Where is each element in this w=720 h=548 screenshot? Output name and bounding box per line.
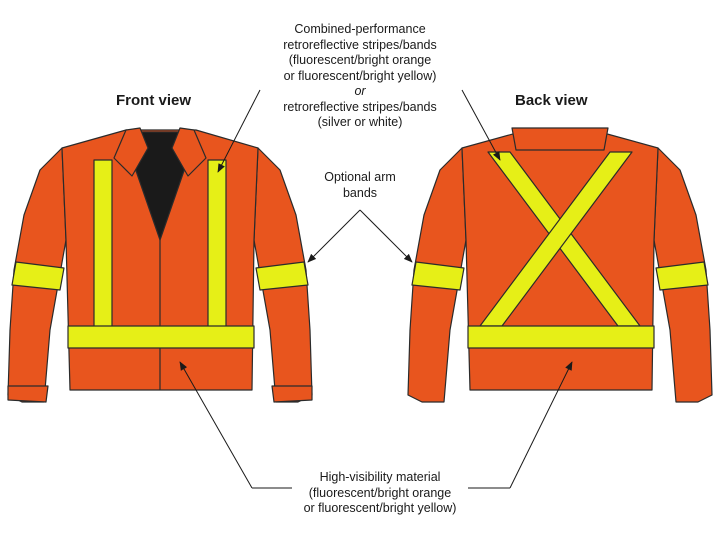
front-stripe-left: [93, 159, 113, 331]
arm-bands-callout-line: Optional arm: [324, 170, 396, 184]
back-body: [461, 131, 659, 391]
back-jacket: [407, 127, 713, 403]
front-view-title: Front view: [116, 92, 192, 109]
leader-stripes-back: [461, 89, 501, 161]
stripes-callout-line: retroreflective stripes/bands: [283, 37, 437, 52]
material-callout-line: or fluorescent/bright yellow): [303, 501, 457, 515]
front-collar-left: [113, 127, 149, 177]
material-callout-line: (fluorescent/bright orange: [308, 485, 452, 500]
back-arm-band-right: [655, 261, 709, 291]
back-arm-band-left: [411, 261, 465, 291]
front-jacket: [7, 127, 313, 403]
arm-bands-callout-line: bands: [342, 185, 378, 200]
front-arm-band-left: [11, 261, 65, 291]
stripes-callout-or: or: [354, 84, 366, 98]
material-callout-line: High-visibility material: [319, 470, 441, 484]
stripes-callout-line: or fluorescent/bright yellow): [283, 68, 437, 83]
leader-lines: [179, 89, 573, 489]
back-collar: [511, 127, 609, 151]
front-cuff-right: [271, 385, 313, 403]
leader-material-front: [179, 361, 253, 489]
leader-arm-back: [359, 209, 413, 263]
back-waist-band: [467, 325, 655, 349]
front-stripe-right: [207, 159, 227, 331]
front-waist-band: [67, 325, 255, 349]
material-callout: High-visibility material (fluorescent/br…: [280, 470, 480, 517]
back-view-title: Back view: [515, 92, 588, 109]
front-collar-right: [171, 127, 207, 177]
stripes-callout-line: Combined-performance: [294, 22, 426, 36]
leader-material-back: [509, 361, 573, 489]
leader-stripes-front: [217, 89, 261, 173]
stripes-callout-line: (fluorescent/bright orange: [288, 53, 432, 67]
stripes-callout-line: (silver or white): [317, 115, 403, 129]
front-cuff-left: [7, 385, 49, 403]
front-arm-band-right: [255, 261, 309, 291]
leader-arm-front: [307, 209, 361, 263]
arm-bands-callout: Optional arm bands: [300, 170, 420, 201]
stripes-callout-line: retroreflective stripes/bands: [283, 99, 437, 114]
stripes-callout: Combined-performance retroreflective str…: [272, 22, 448, 131]
